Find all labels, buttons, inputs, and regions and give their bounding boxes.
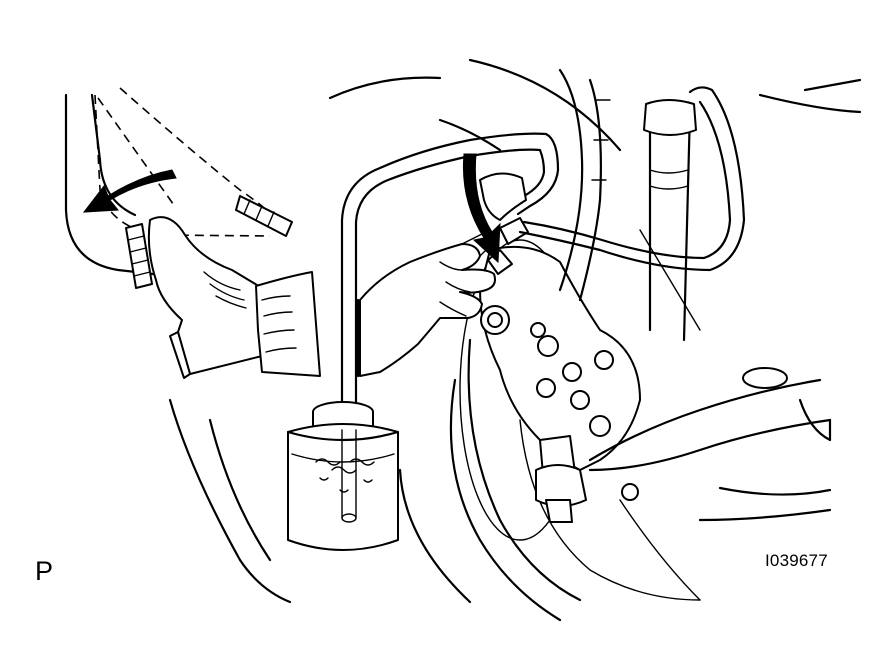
fluid-container <box>286 401 400 551</box>
figure-id-label: I039677 <box>765 551 828 570</box>
loosen-direction-arrow <box>462 153 501 264</box>
brake-pedal-area <box>64 87 293 289</box>
pedal-press-arrow <box>82 169 177 213</box>
brake-pedal-pad <box>125 223 153 289</box>
pedal-released-pad <box>235 195 293 237</box>
view-code-label: P <box>35 556 54 586</box>
brake-caliper <box>479 245 641 471</box>
bleeder-plug <box>499 217 529 245</box>
wheel-hub-assembly <box>168 58 862 622</box>
hand <box>356 231 496 378</box>
foot <box>147 216 321 379</box>
bleeder-tube <box>340 132 560 412</box>
